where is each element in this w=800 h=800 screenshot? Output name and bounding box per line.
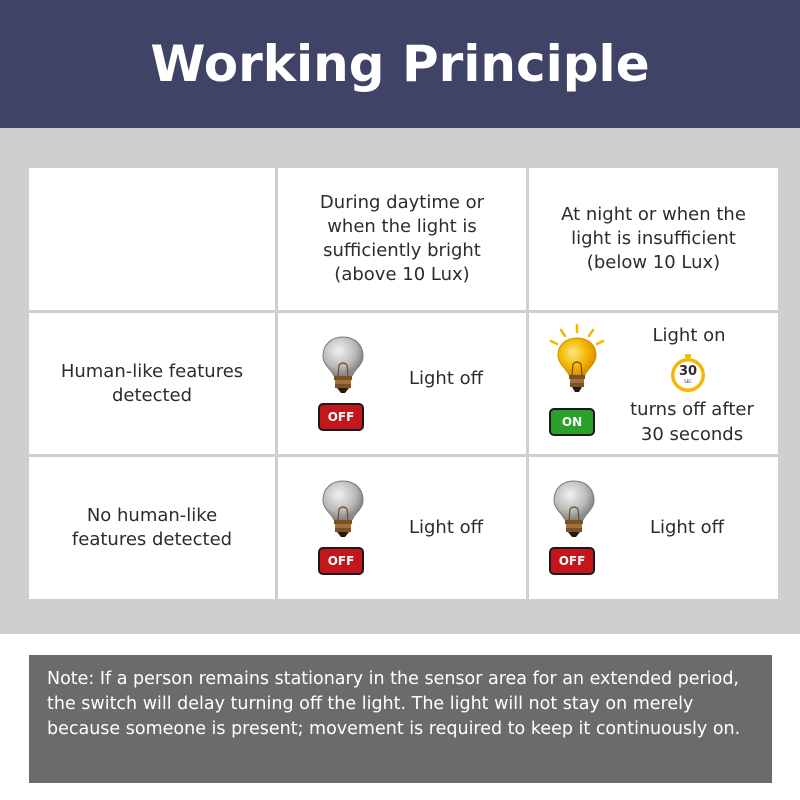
light-bulb-off-icon: [553, 480, 595, 537]
row-label-text: Human-like features detected: [60, 360, 244, 406]
on-status-badge: ON: [549, 408, 595, 436]
row-label-human-detected: Human-like features detected: [29, 313, 275, 454]
off-status-badge: OFF: [549, 547, 595, 575]
bulb-status-group: OFF: [318, 335, 378, 445]
row-label-text: No human-like features detected: [71, 505, 233, 550]
bulb-status-group: ON: [547, 323, 609, 443]
light-off-label: Light off: [408, 517, 484, 538]
night-header-text: At night or when the light is insufficie…: [561, 204, 746, 273]
bulb-status-group: OFF: [549, 479, 609, 589]
note-box: Note: If a person remains stationary in …: [29, 655, 772, 783]
light-off-label: Light off: [408, 368, 484, 389]
light-off-label: Light off: [649, 517, 725, 538]
off-status-badge: OFF: [318, 547, 364, 575]
cell-human-day: OFF Light off: [278, 313, 526, 454]
daytime-header-text: During daytime or when the light is suff…: [319, 192, 485, 285]
light-bulb-off-icon: [322, 336, 364, 393]
timer-unit: SEC: [684, 379, 692, 384]
cell-no-human-day: OFF Light off: [278, 457, 526, 599]
light-bulb-off-icon: [322, 480, 364, 537]
light-on-label: Light on: [652, 325, 726, 346]
timer-value: 30: [678, 364, 698, 379]
cell-human-night: ON Light on 30 SEC turns off after 30 se…: [529, 313, 778, 454]
stopwatch-icon: 30 SEC: [668, 353, 708, 393]
note-text: Note: If a person remains stationary in …: [47, 669, 741, 739]
header-banner: Working Principle: [0, 0, 800, 128]
principle-table-area: During daytime or when the light is suff…: [0, 128, 800, 634]
cell-no-human-night: OFF Light off: [529, 457, 778, 599]
principle-table: During daytime or when the light is suff…: [29, 168, 778, 599]
off-status-badge: OFF: [318, 403, 364, 431]
column-header-night: At night or when the light is insufficie…: [529, 168, 778, 310]
light-bulb-on-icon: [549, 323, 605, 392]
row-label-no-human: No human-like features detected: [29, 457, 275, 599]
turns-off-label: turns off after 30 seconds: [630, 399, 754, 445]
column-header-daytime: During daytime or when the light is suff…: [278, 168, 526, 310]
table-corner-cell: [29, 168, 275, 310]
bulb-status-group: OFF: [318, 479, 378, 589]
page-title: Working Principle: [150, 35, 650, 93]
